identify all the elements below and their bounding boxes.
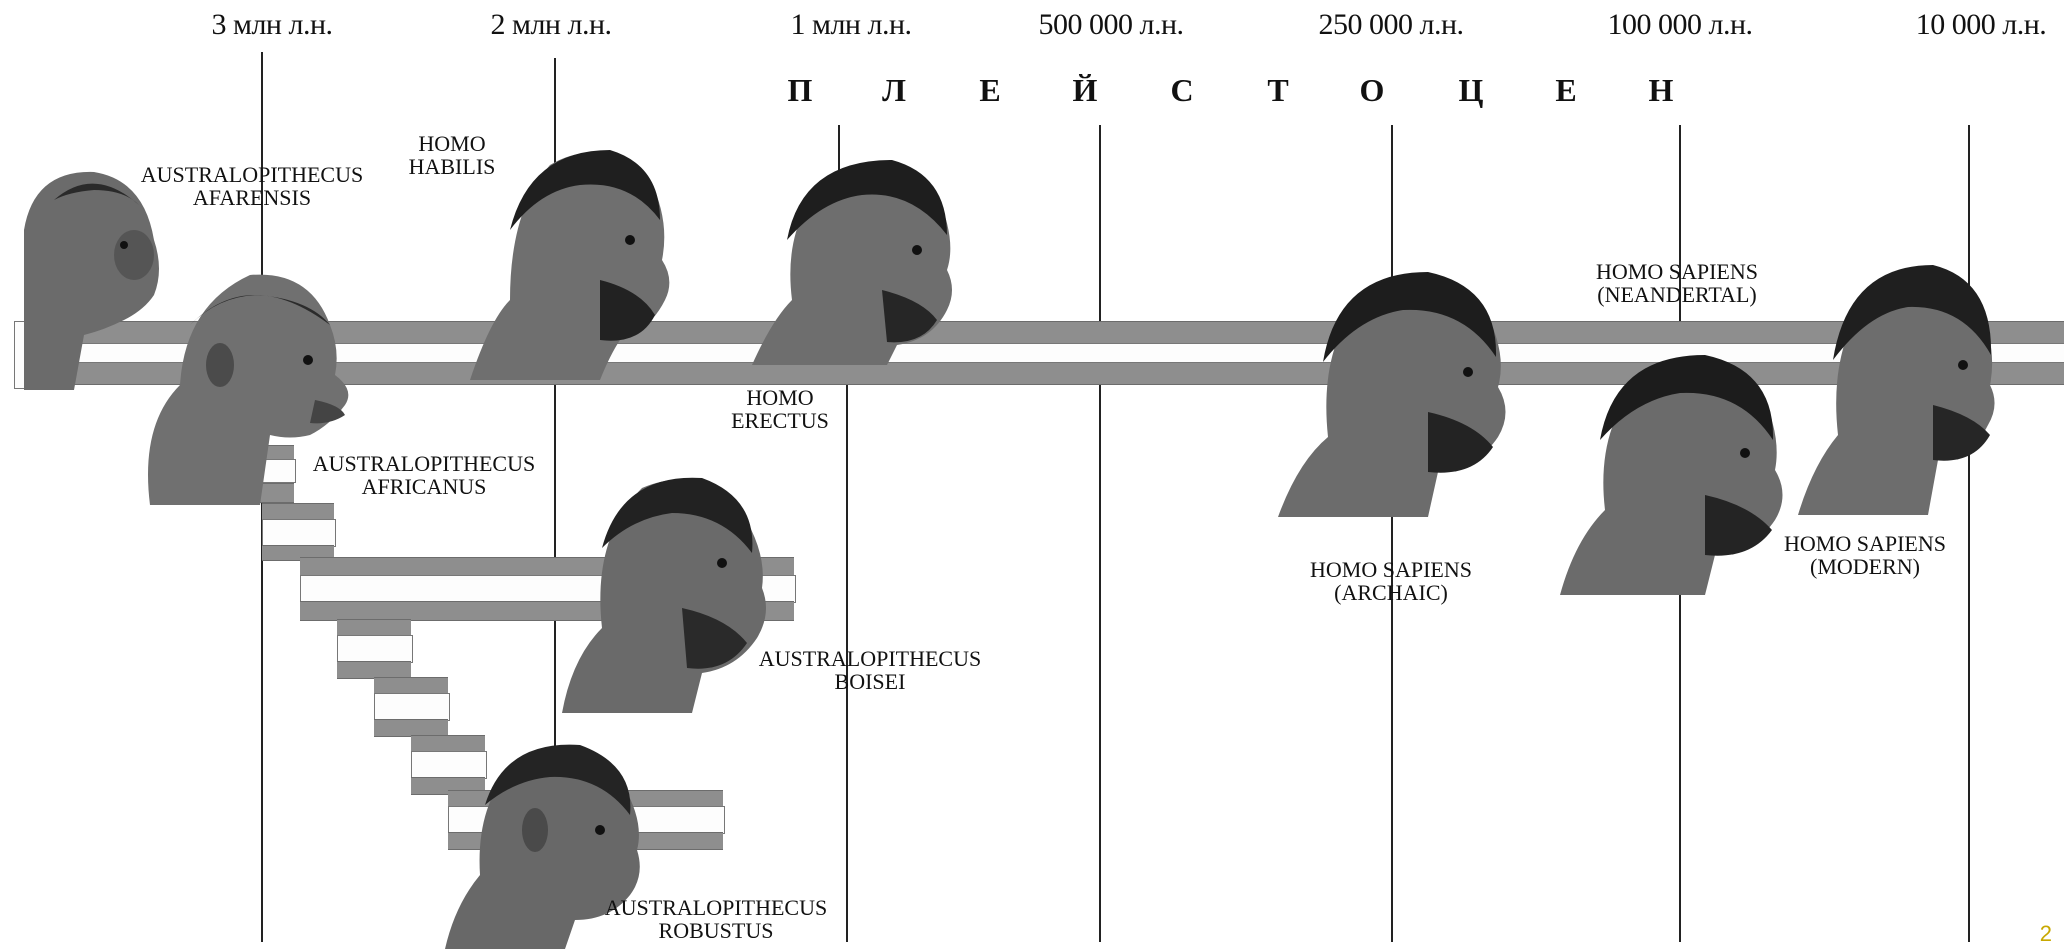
epoch-letter: Н xyxy=(1649,72,1674,109)
neandertal-head-illustration xyxy=(1560,345,1790,595)
tick-label-1mya: 1 млн л.н. xyxy=(790,8,911,42)
epoch-letter: Т xyxy=(1267,72,1288,109)
species-label-line: BOISEI xyxy=(759,670,981,693)
species-label-line: ERECTUS xyxy=(731,409,829,432)
page-number: 2 xyxy=(2040,921,2052,947)
boisei-head-illustration xyxy=(562,468,772,713)
species-label-line: (ARCHAIC) xyxy=(1310,581,1472,604)
species-label-line: HOMO SAPIENS xyxy=(1310,558,1472,581)
species-label-line: (NEANDERTAL) xyxy=(1596,283,1758,306)
species-label-line: AUSTRALOPITHECUS xyxy=(759,647,981,670)
label-homo-sapiens-archaic: HOMO SAPIENS (ARCHAIC) xyxy=(1310,558,1472,604)
species-label-line: AUSTRALOPITHECUS xyxy=(141,163,363,186)
epoch-letter: Й xyxy=(1073,72,1098,109)
species-label-line: (MODERN) xyxy=(1784,555,1946,578)
species-label-line: AFARENSIS xyxy=(141,186,363,209)
branch-step xyxy=(262,519,336,547)
label-australopithecus-boisei: AUSTRALOPITHECUS BOISEI xyxy=(759,647,981,693)
tick-label-10kya: 10 000 л.н. xyxy=(1916,8,2047,42)
timeline-line-250kya xyxy=(1391,125,1393,942)
species-label-line: HOMO SAPIENS xyxy=(1596,260,1758,283)
label-australopithecus-afarensis: AUSTRALOPITHECUS AFARENSIS xyxy=(141,163,363,209)
epoch-letter: Л xyxy=(882,72,906,109)
timeline-line-10kya xyxy=(1968,125,1970,942)
epoch-letter: П xyxy=(788,72,813,109)
species-label-line: HOMO SAPIENS xyxy=(1784,532,1946,555)
species-label-line: AUSTRALOPITHECUS xyxy=(313,452,535,475)
species-label-line: AFRICANUS xyxy=(313,475,535,498)
epoch-letter: Е xyxy=(1555,72,1576,109)
tick-label-500kya: 500 000 л.н. xyxy=(1038,8,1183,42)
species-label-line: HOMO xyxy=(409,132,496,155)
epoch-letter: Ц xyxy=(1459,72,1484,109)
tick-label-2mya: 2 млн л.н. xyxy=(490,8,611,42)
species-label-line: ROBUSTUS xyxy=(605,919,827,942)
modern-sapiens-head-illustration xyxy=(1798,255,1998,515)
label-homo-sapiens-modern: HOMO SAPIENS (MODERN) xyxy=(1784,532,1946,578)
habilis-head-illustration xyxy=(470,140,675,380)
species-label-line: HABILIS xyxy=(409,155,496,178)
label-australopithecus-robustus: AUSTRALOPITHECUS ROBUSTUS xyxy=(605,896,827,942)
label-homo-erectus: HOMO ERECTUS xyxy=(731,386,829,432)
species-label-line: AUSTRALOPITHECUS xyxy=(605,896,827,919)
archaic-sapiens-head-illustration xyxy=(1278,262,1518,517)
species-label-line: HOMO xyxy=(731,386,829,409)
branch-step xyxy=(374,693,450,721)
label-australopithecus-africanus: AUSTRALOPITHECUS AFRICANUS xyxy=(313,452,535,498)
epoch-letter: С xyxy=(1170,72,1193,109)
epoch-letter: Е xyxy=(979,72,1000,109)
branch-step xyxy=(337,635,413,663)
tick-label-3mya: 3 млн л.н. xyxy=(211,8,332,42)
erectus-head-illustration xyxy=(752,150,962,365)
tick-label-250kya: 250 000 л.н. xyxy=(1318,8,1463,42)
epoch-letter: О xyxy=(1360,72,1385,109)
tick-label-100kya: 100 000 л.н. xyxy=(1607,8,1752,42)
timeline-line-500kya xyxy=(1099,125,1101,942)
label-homo-habilis: HOMO HABILIS xyxy=(409,132,496,178)
label-homo-sapiens-neandertal: HOMO SAPIENS (NEANDERTAL) xyxy=(1596,260,1758,306)
